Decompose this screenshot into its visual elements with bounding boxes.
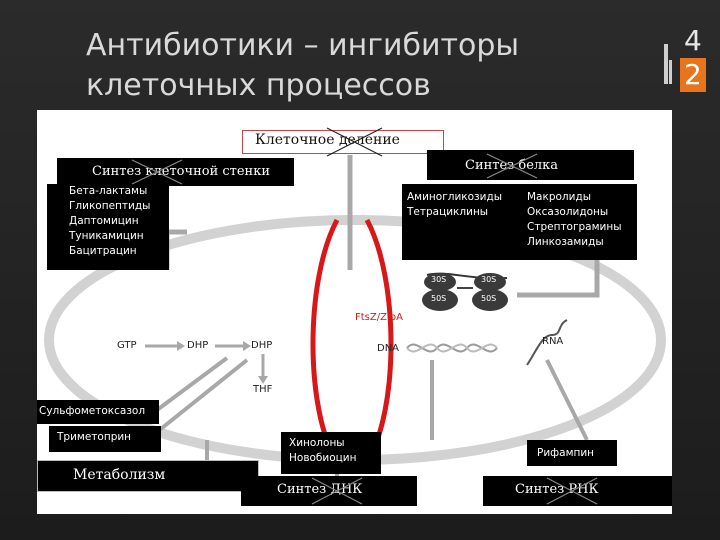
trimeth-label: Триметоприн — [57, 431, 132, 443]
protein-list-box — [402, 184, 637, 260]
protein-drug: Стрептограмины — [527, 221, 622, 233]
dna-label: DNA — [377, 343, 400, 354]
ribosome-label: 30S — [431, 275, 447, 284]
protein-drug: Оксазолидоны — [527, 206, 609, 218]
protein-title: Синтез белка — [465, 158, 559, 173]
dna-synth-label: Синтез ДНК — [277, 482, 363, 497]
slide-title-line-1: Антибиотики – ингибиторы — [86, 28, 520, 63]
cell-wall-drug: Туникамицин — [69, 230, 144, 242]
ribosome-label: 50S — [431, 294, 447, 303]
slide-number-bottom: 2 — [680, 58, 706, 92]
rna-strand — [526, 319, 568, 366]
sulfa-label: Сульфометоксазол — [39, 405, 146, 417]
metabolism-box — [37, 460, 259, 492]
diagram-panel: Клеточное деление Синтез клеточной стенк… — [37, 110, 672, 514]
slide-number-top: 4 — [684, 24, 702, 57]
dhp-label-1: DHP — [187, 340, 209, 351]
thf-label: THF — [253, 384, 273, 395]
ribosome-50s-b — [472, 289, 508, 311]
rna-label: RNA — [542, 336, 564, 347]
ribosome-50s-a — [422, 289, 458, 311]
arrowhead-dhp-thf — [258, 376, 268, 384]
line-trimeth — [155, 358, 249, 434]
sulfa-box — [37, 400, 159, 424]
quinolone-drug: Хинолоны — [289, 437, 345, 449]
protein-drug: Макролиды — [527, 191, 592, 203]
ftsz-label: FtsZ/ZipA — [355, 312, 403, 323]
slide-number: 4 2 — [680, 24, 706, 92]
ribosome-label: 30S — [481, 275, 497, 284]
cell-wall-drug: Гликопептиды — [69, 200, 151, 212]
cell-division-label: Клеточное деление — [255, 132, 400, 148]
trimeth-box — [49, 426, 161, 452]
decorative-bar-2 — [669, 60, 672, 84]
slide-title: Антибиотики – ингибиторы клеточных проце… — [86, 26, 646, 106]
slide-title-line-2: клеточных процессов — [86, 68, 431, 103]
arrowhead-gtp-dhp — [177, 341, 185, 351]
protein-drug: Тетрациклины — [407, 206, 489, 218]
gtp-label: GTP — [117, 340, 137, 351]
quinolones-box — [281, 432, 381, 474]
cell-wall-title: Синтез клеточной стенки — [92, 164, 270, 179]
rifampin-box — [527, 440, 617, 466]
ribosome-label: 50S — [481, 294, 497, 303]
protein-drug: Аминогликозиды — [407, 191, 502, 203]
rifampin-label: Рифампин — [537, 447, 595, 459]
ribosome-30s-a — [424, 273, 456, 291]
diagram-graphics — [44, 155, 666, 480]
dhp-label-2: DHP — [251, 340, 273, 351]
arrowhead-dhp-dhp — [243, 341, 251, 351]
protein-drugs-col2: Макролиды Оксазолидоны Стрептограмины Ли… — [527, 190, 622, 250]
line-rifampin — [545, 359, 589, 441]
line-sulfa — [155, 356, 229, 412]
ribosome-30s-b — [474, 273, 506, 291]
metabolism-label: Метаболизм — [73, 467, 166, 483]
quinolone-drug: Новобиоцин — [289, 452, 357, 464]
cell-wall-drugs: Бета-лактамы Гликопептиды Даптомицин Тун… — [69, 184, 150, 259]
decorative-bar — [664, 44, 668, 84]
cell-wall-drug: Бацитрацин — [69, 245, 137, 257]
cell-wall-drug: Даптомицин — [69, 215, 139, 227]
line-protein — [517, 260, 600, 298]
rna-synth-label: Синтез РНК — [515, 482, 599, 497]
protein-drugs-col1: Аминогликозиды Тетрациклины — [407, 190, 502, 220]
protein-drug: Линкозамиды — [527, 236, 604, 248]
dna-helix-2 — [406, 343, 498, 353]
cell-wall-list-box — [47, 184, 169, 270]
quinolones-list: Хинолоны Новобиоцин — [289, 436, 357, 466]
cell-wall-drug: Бета-лактамы — [69, 185, 148, 197]
